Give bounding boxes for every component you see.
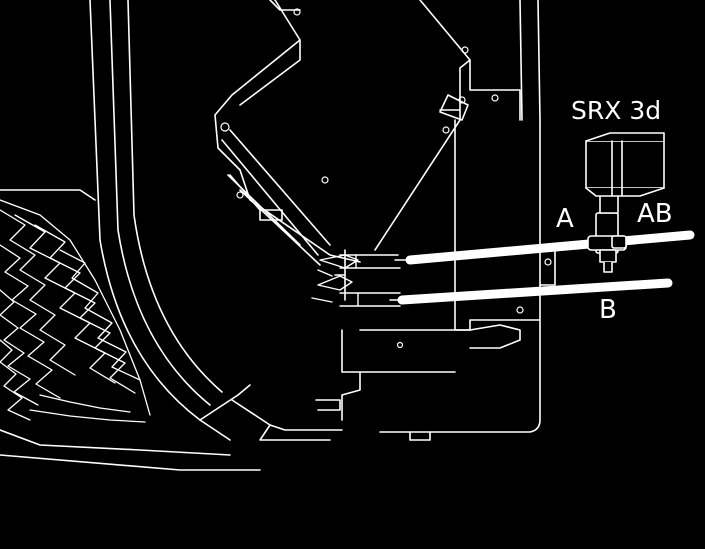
supply-pipes — [389, 230, 695, 305]
valve-model-label: SRX 3d — [571, 96, 662, 125]
pipe-a — [405, 230, 695, 265]
vent-grille — [0, 199, 151, 423]
tube-fittings — [311, 254, 401, 307]
three-way-valve — [585, 132, 665, 273]
port-ab-label: AB — [637, 199, 673, 229]
port-a-label: A — [556, 204, 574, 234]
cabinet-frame — [0, 0, 541, 471]
screws — [220, 8, 552, 349]
valve-housing — [199, 0, 541, 441]
pipe-b — [397, 278, 673, 305]
port-b-label: B — [599, 295, 617, 325]
